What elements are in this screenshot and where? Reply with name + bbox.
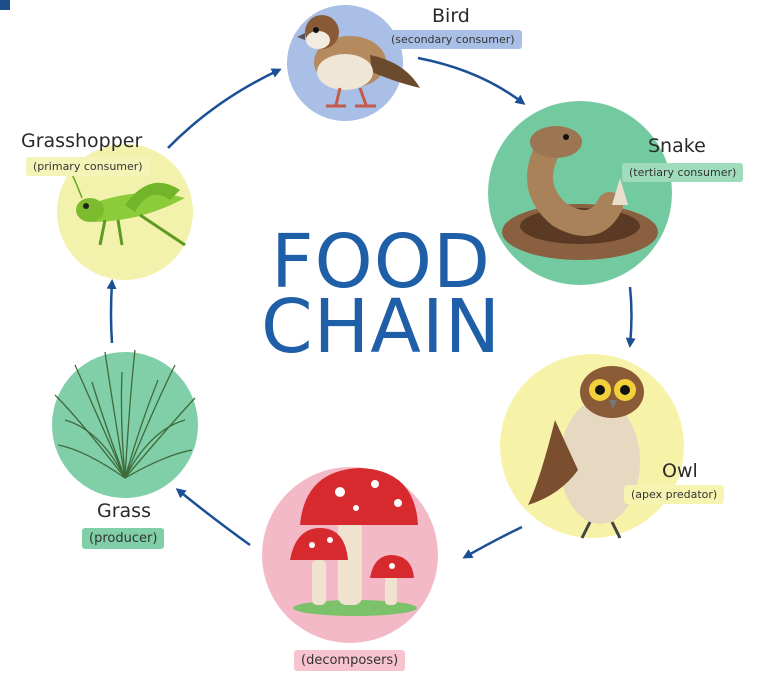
arrow-mushroom-to-grass (175, 488, 251, 547)
grass-icon (54, 349, 196, 479)
owl-name: Owl (662, 460, 698, 482)
arrow-grasshopper-to-bird (167, 68, 282, 149)
arrow-grass-to-grasshopper (106, 279, 117, 344)
arrow-bird-to-snake (417, 56, 526, 105)
bird-icon (297, 15, 420, 108)
grasshopper-role: (primary consumer) (26, 157, 150, 176)
corner-check-icon (0, 0, 10, 10)
grasshopper-name: Grasshopper (21, 130, 143, 152)
grasshopper-icon (69, 169, 186, 247)
mushroom-icon (290, 468, 418, 616)
snake-name: Snake (648, 135, 706, 157)
title-line-1: FOOD (270, 219, 492, 305)
bird-role: (secondary consumer) (384, 30, 522, 49)
snake-role: (tertiary consumer) (622, 163, 744, 182)
title-line-2: CHAIN (260, 284, 502, 370)
grass-name: Grass (97, 500, 151, 522)
grass-circle (52, 352, 198, 498)
mushroom-role: (decomposers) (294, 650, 406, 671)
owl-role: (apex predator) (624, 485, 725, 504)
arrow-owl-to-mushroom (462, 525, 523, 559)
arrow-snake-to-owl (625, 286, 636, 348)
grass-role: (producer) (82, 528, 165, 549)
snake-icon (502, 126, 658, 260)
owl-icon (528, 366, 644, 539)
bird-name: Bird (432, 5, 470, 27)
